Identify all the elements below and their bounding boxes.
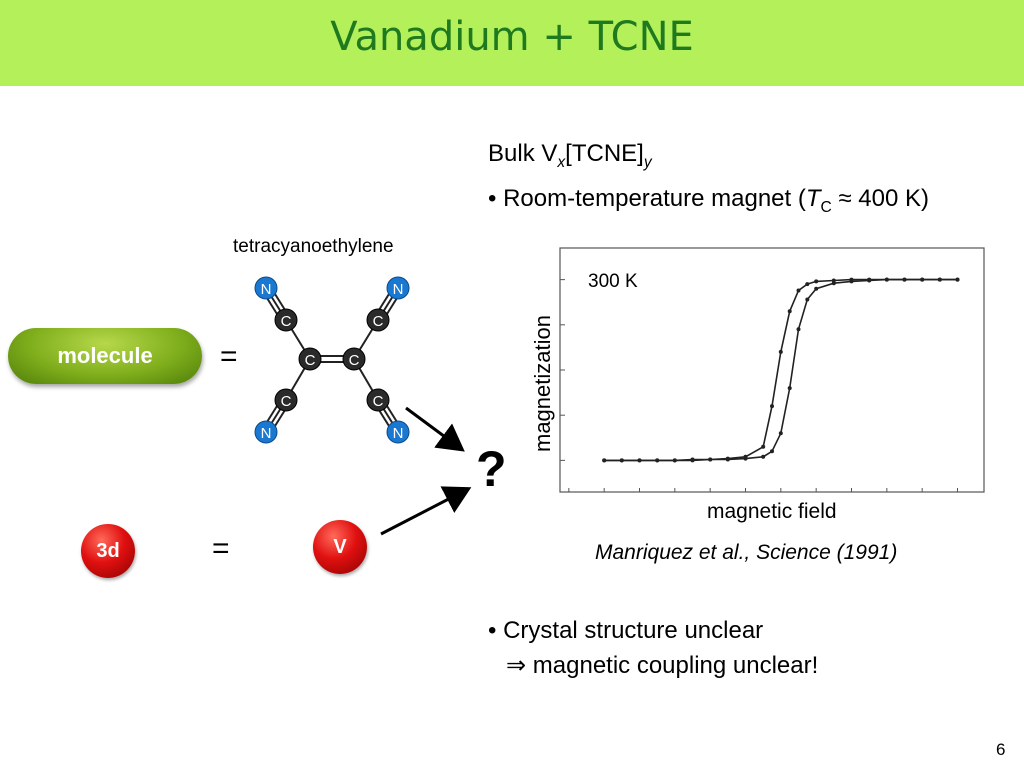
atom-c-lower-right: C [366, 388, 390, 412]
ball-v: V [313, 520, 367, 574]
chart-title: 300 K [588, 271, 638, 292]
data-point [955, 277, 960, 282]
data-point [778, 349, 783, 354]
equals-sign-3d: = [212, 532, 230, 565]
data-point [805, 282, 810, 287]
svg-text:C: C [373, 313, 384, 330]
data-point [787, 309, 792, 314]
axis-ticks [560, 279, 958, 492]
atom-c-center-right: C [342, 347, 366, 371]
magnetization-chart: 300 K magnetization [530, 247, 985, 493]
molecule-pill-label: molecule [57, 343, 153, 368]
bullet1-prefix: • Room-temperature magnet ( [488, 185, 806, 212]
data-point [796, 288, 801, 293]
atom-c-center-left: C [298, 347, 322, 371]
molecule-caption: tetracyanoethylene [233, 236, 394, 257]
data-point [884, 277, 889, 282]
citation: Manriquez et al., Science (1991) [595, 541, 898, 564]
page-number: 6 [996, 740, 1006, 759]
data-point [672, 458, 677, 463]
title-bar [0, 0, 1024, 86]
data-point [690, 458, 695, 463]
atom-c-upper-left: C [274, 308, 298, 332]
svg-text:C: C [349, 352, 360, 369]
atom-n-bottom-left: N [254, 420, 278, 444]
data-point [920, 277, 925, 282]
atom-c-upper-right: C [366, 308, 390, 332]
svg-text:N: N [261, 281, 272, 298]
svg-text:C: C [281, 313, 292, 330]
bullet-crystal-structure: • Crystal structure unclear [488, 617, 764, 644]
bulk-formula: Bulk Vx[TCNE]y [488, 140, 652, 172]
equals-sign-molecule: = [220, 340, 238, 373]
x-axis-label: magnetic field [707, 500, 837, 523]
arrow-icon [380, 486, 472, 536]
data-point [619, 458, 624, 463]
bullet1-suffix: ≈ 400 K) [831, 185, 930, 212]
atom-c-lower-left: C [274, 388, 298, 412]
data-point [796, 327, 801, 332]
data-point [655, 458, 660, 463]
data-point [708, 457, 713, 462]
series-line-2 [604, 278, 958, 462]
bulk-prefix: Bulk V [488, 140, 558, 167]
svg-text:C: C [373, 393, 384, 410]
bullet-magnetic-coupling: ⇒ magnetic coupling unclear! [506, 652, 819, 679]
svg-text:N: N [393, 425, 404, 442]
data-point [770, 449, 774, 454]
bullet1-t-sub: C [820, 198, 832, 216]
bonds [261, 285, 403, 435]
data-point [902, 277, 907, 282]
data-point [814, 286, 819, 291]
data-point [937, 277, 942, 282]
data-point [867, 278, 872, 283]
data-point [725, 457, 730, 462]
data-point [761, 444, 766, 449]
data-point [778, 431, 783, 436]
bulk-sub-x: x [557, 153, 566, 171]
data-point [814, 279, 819, 284]
data-point [761, 454, 766, 459]
atom-n-top-left: N [254, 276, 278, 300]
question-mark: ? [476, 441, 507, 497]
data-point [849, 279, 854, 284]
data-point [787, 386, 792, 391]
data-point [602, 458, 607, 463]
ball-v-label: V [333, 535, 347, 558]
svg-text:C: C [305, 352, 316, 369]
slide-title: Vanadium + TCNE [330, 14, 694, 60]
bullet1-t: T [805, 185, 821, 212]
data-point [831, 281, 836, 286]
atom-n-bottom-right: N [386, 420, 410, 444]
atom-n-top-right: N [386, 276, 410, 300]
ball-3d: 3d [81, 524, 135, 578]
data-point [637, 458, 642, 463]
bullet-room-temperature: • Room-temperature magnet (TC ≈ 400 K) [488, 185, 929, 217]
data-point [770, 404, 774, 409]
molecule-pill: molecule [8, 328, 202, 384]
svg-text:N: N [261, 425, 272, 442]
bulk-mid: [TCNE] [565, 140, 644, 167]
data-point [805, 297, 810, 302]
y-axis-label: magnetization [530, 315, 555, 452]
series-layer [602, 277, 960, 463]
data-point [743, 456, 748, 461]
svg-text:C: C [281, 393, 292, 410]
tcne-structure: N N C C C C C C N N [254, 276, 410, 444]
bulk-sub-y: y [643, 153, 652, 171]
svg-text:N: N [393, 281, 404, 298]
ball-3d-label: 3d [96, 539, 120, 562]
